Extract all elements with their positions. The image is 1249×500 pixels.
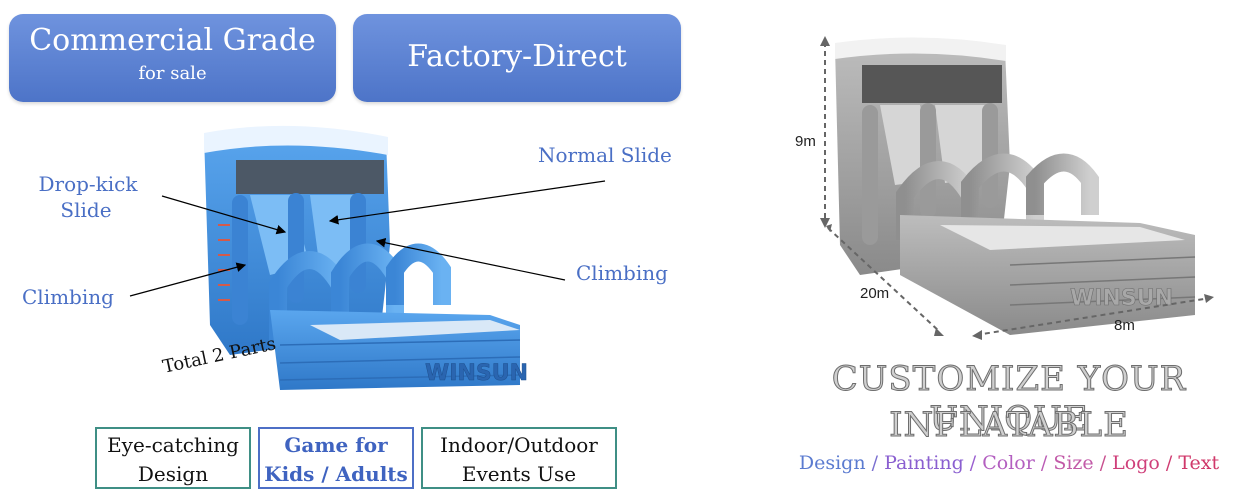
option-size: Size [1053,452,1094,474]
commercial-grade-title: Commercial Grade [29,23,316,58]
dropkick-slide-label: Drop-kick Slide [33,171,143,223]
option-separator: / [1034,452,1054,474]
gray-slide-image: WINSUN [835,37,1196,335]
climbing-right-label: Climbing [576,261,668,285]
feature-line2: Design [137,462,209,486]
option-separator: / [865,452,885,474]
option-text: Text [1178,452,1220,474]
callout-arrows [129,180,606,297]
feature-box-indoor-outdoor: Indoor/Outdoor Events Use [421,427,617,489]
climbing-left-label: Climbing [22,285,114,309]
height-dimension-label: 9m [795,133,816,150]
option-color: Color [982,452,1035,474]
option-separator: / [1093,452,1113,474]
feature-box-eye-catching: Eye-catching Design [95,427,251,489]
option-design: Design [798,452,866,474]
commercial-grade-banner: Commercial Grade for sale [9,14,336,102]
option-separator: / [963,452,983,474]
dimension-lines [820,36,1214,340]
winsun-logo-blue: WINSUN [425,361,528,386]
width-dimension-label: 8m [1114,317,1135,334]
blue-slide-image: WINSUN [204,125,528,390]
factory-direct-banner: Factory-Direct [353,14,681,102]
feature-box-game: Game for Kids / Adults [258,427,414,489]
factory-direct-title: Factory-Direct [407,39,627,74]
feature-line1: Game for [284,433,388,457]
normal-slide-label: Normal Slide [538,143,672,167]
customize-headline-line2: INFLATABLE [889,405,1129,446]
customize-headline-line1: CUSTOMIZE YOUR UNIQUE [831,359,1187,440]
dropkick-line2: Slide [60,198,112,222]
option-logo: Logo [1112,452,1160,474]
feature-line1: Indoor/Outdoor [440,433,598,457]
feature-line2: Events Use [461,462,577,486]
dropkick-line1: Drop-kick [38,172,138,196]
feature-line2: Kids / Adults [264,462,408,486]
feature-line1: Eye-catching [107,433,239,457]
length-dimension-label: 20m [860,285,890,302]
option-separator: / [1159,452,1179,474]
commercial-grade-subtitle: for sale [138,63,207,84]
option-painting: Painting [884,452,964,474]
customization-options: Design / Painting / Color / Size / Logo … [770,452,1248,474]
